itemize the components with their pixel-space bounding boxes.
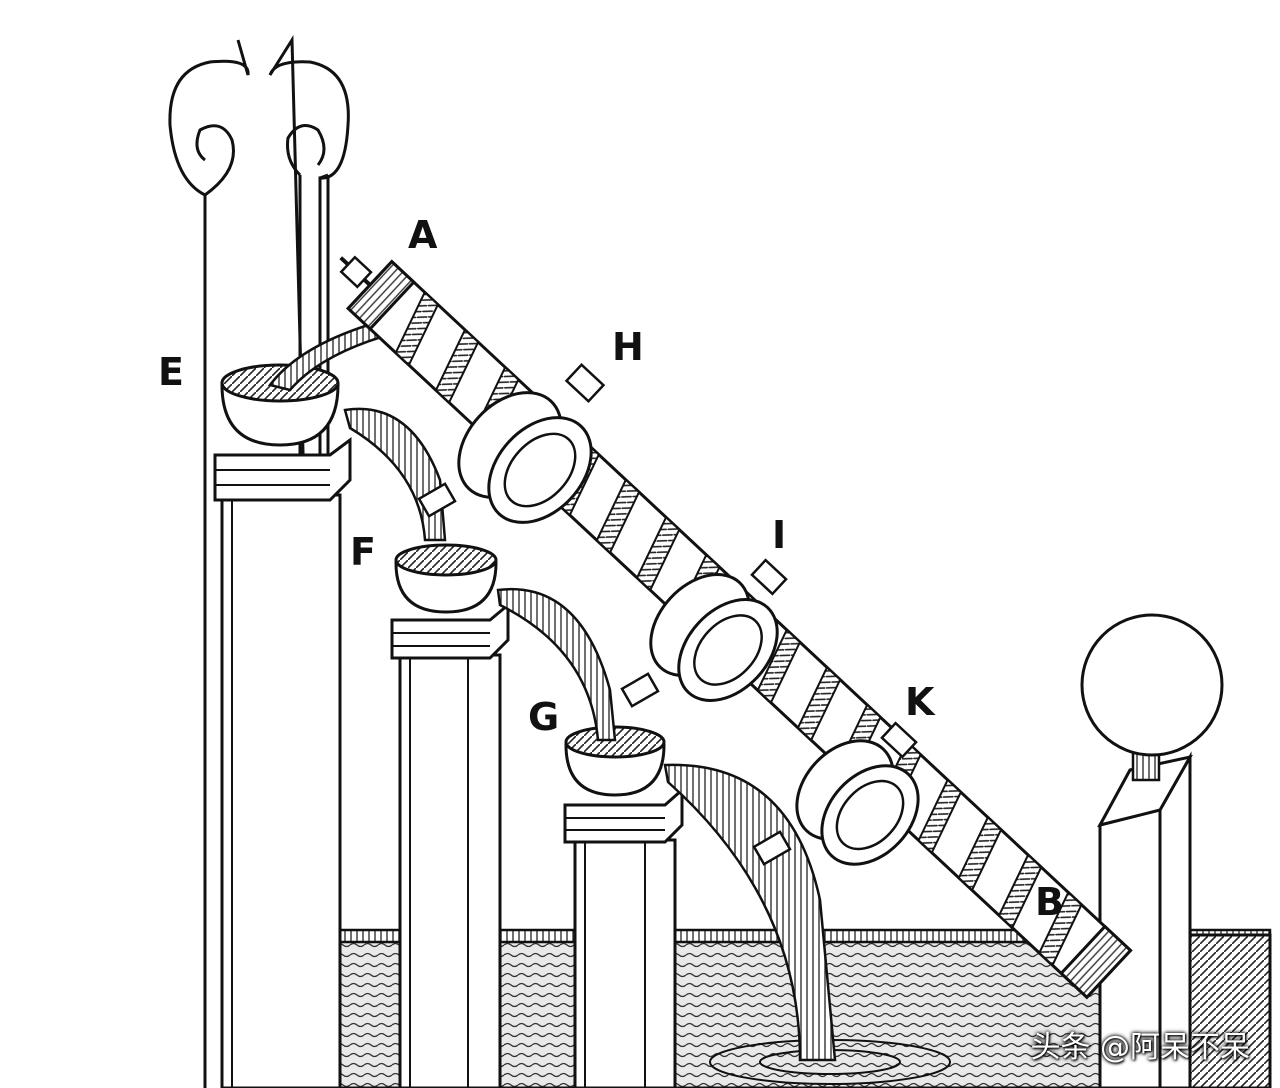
sphere-post	[1080, 613, 1224, 1088]
label-i: I	[772, 513, 786, 557]
label-b: B	[1035, 880, 1064, 924]
label-h: H	[612, 325, 644, 369]
label-g: G	[528, 695, 559, 739]
label-f: F	[350, 530, 376, 574]
screw-stripe	[1038, 890, 1083, 967]
diagram-labels: A H E F I G K B	[158, 213, 1064, 924]
water-spouts	[267, 320, 837, 1062]
screw-stripe	[997, 853, 1043, 930]
screw-stripe	[595, 478, 641, 555]
screw-stripe	[756, 628, 802, 705]
screw-stripe	[917, 778, 963, 855]
screw-stripe	[434, 328, 480, 405]
collar-h	[417, 362, 606, 524]
watermark: 头条 @阿呆不呆	[1030, 1030, 1250, 1065]
collar-k	[752, 721, 920, 866]
label-a: A	[408, 213, 438, 257]
bowl-pillar-f	[390, 543, 510, 1088]
label-k: K	[905, 680, 936, 724]
label-e: E	[158, 350, 184, 394]
screw-stripe	[635, 515, 681, 592]
bowl-pillar-e	[213, 363, 352, 1088]
bowl-pillar-g	[563, 725, 684, 1088]
collar-i	[620, 558, 788, 708]
screw-stripe	[796, 665, 842, 742]
screw-stripe	[394, 290, 440, 367]
screw-stripe	[957, 815, 1003, 892]
